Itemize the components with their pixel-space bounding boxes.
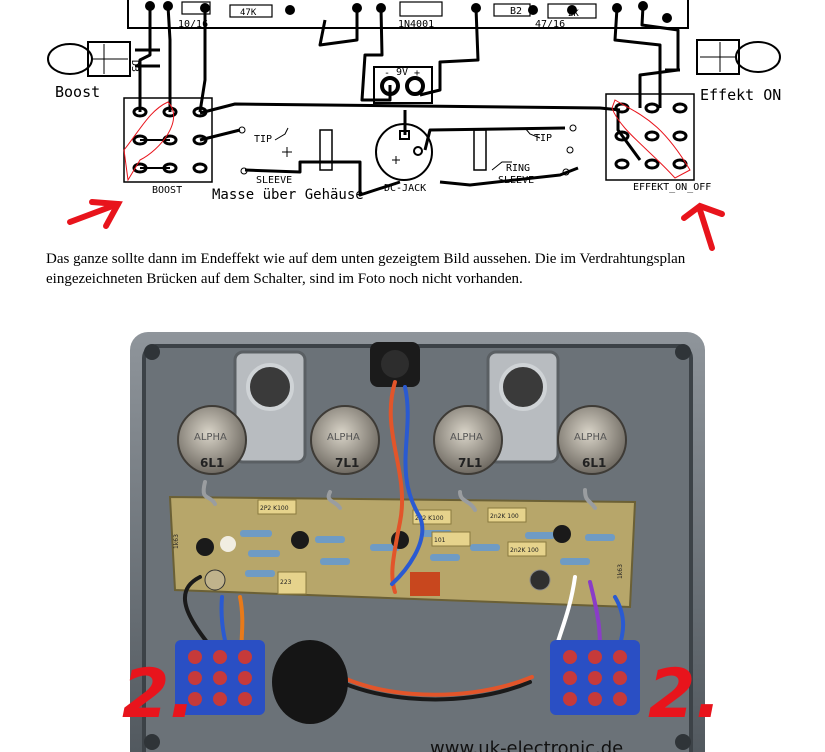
pcb-label-2k: 2K [568, 9, 579, 19]
wiring-diagram: 10/16 47K 1N4001 B2 47/16 2K D3 Boost [47, 0, 781, 251]
led-effekt [696, 39, 781, 75]
svg-text:6L1: 6L1 [200, 456, 224, 470]
pcb-label-b2: B2 [510, 6, 522, 17]
pcb-label-cap1: 10/16 [178, 19, 208, 30]
label-switch-boost: BOOST [152, 185, 182, 196]
label-dc-jack: DC-JACK [384, 183, 426, 194]
label-9v: 9V [396, 67, 408, 78]
label-minus: - [384, 68, 390, 79]
annotation-2-right: 2. [648, 655, 721, 734]
footswitch-boot [272, 640, 348, 724]
svg-text:7L1: 7L1 [335, 456, 359, 470]
output-jack-right [486, 350, 560, 464]
jack-left [238, 126, 333, 175]
footswitch-left [175, 640, 265, 715]
pot-2: ALPHA 7L1 [310, 405, 380, 475]
label-effekt-on: Effekt ON [700, 86, 781, 104]
battery-connector [373, 66, 433, 104]
svg-text:ALPHA: ALPHA [450, 432, 483, 443]
label-jack-right-sleeve: SLEEVE [498, 175, 534, 186]
label-switch-effekt: EFFEKT_ON_OFF [633, 182, 711, 193]
switch-boost [123, 97, 213, 183]
svg-text:2n2K 100: 2n2K 100 [490, 513, 519, 520]
dc-socket [370, 342, 420, 387]
pcb-outline [127, 0, 689, 29]
description-paragraph: Das ganze sollte dann im Endeffekt wie a… [46, 251, 686, 287]
svg-text:ALPHA: ALPHA [327, 432, 360, 443]
label-jack-right-ring: RING [506, 163, 530, 174]
svg-text:D3: D3 [129, 60, 140, 72]
watermark: www.uk-electronic.de [430, 738, 623, 752]
svg-text:ALPHA: ALPHA [574, 432, 607, 443]
label-jack-left-sleeve: SLEEVE [256, 175, 292, 186]
jack-right [473, 124, 577, 176]
led-boost: D3 [47, 41, 140, 77]
pot-1: ALPHA 6L1 [177, 405, 247, 475]
pot-3: ALPHA 7L1 [433, 405, 503, 475]
svg-text:7L1: 7L1 [458, 456, 482, 470]
wires [135, 5, 680, 197]
svg-text:6L1: 6L1 [582, 456, 606, 470]
dc-jack [375, 123, 433, 181]
svg-text:1k63: 1k63 [617, 564, 624, 579]
ground-note: Masse über Gehäuse [212, 187, 364, 203]
label-boost: Boost [55, 83, 100, 101]
circuit-board: 2P2 K100 2P2 K100 2n2K 100 2n2K 100 1k63… [168, 495, 637, 609]
svg-text:1k63: 1k63 [173, 534, 180, 549]
pcb-label-cap2: 47/16 [535, 19, 565, 30]
svg-text:ALPHA: ALPHA [194, 432, 227, 443]
label-jack-left-tip: TIP [254, 134, 272, 145]
svg-text:2n2K 100: 2n2K 100 [510, 547, 539, 554]
pcb-label-resistor: 47K [240, 8, 257, 18]
pedal-photo: ALPHA 6L1 ALPHA 7L1 ALPHA 7L1 ALPHA 6L1 [122, 332, 721, 752]
input-jack-left [233, 350, 307, 464]
switch-effekt [605, 93, 695, 181]
pcb-component-boxes [181, 1, 597, 19]
svg-text:223: 223 [280, 579, 292, 586]
svg-text:2P2 K100: 2P2 K100 [260, 505, 289, 512]
label-plus: + [414, 68, 420, 79]
pot-4: ALPHA 6L1 [557, 405, 627, 475]
red-annotation-arrows [67, 199, 725, 251]
pcb-label-diode: 1N4001 [398, 19, 434, 30]
footswitch-right [550, 640, 640, 715]
svg-text:2P2 K100: 2P2 K100 [415, 515, 444, 522]
label-jack-right-tip: TIP [534, 133, 552, 144]
annotation-2-left: 2. [122, 655, 195, 734]
photo-wires [182, 380, 626, 702]
svg-text:101: 101 [434, 537, 446, 544]
